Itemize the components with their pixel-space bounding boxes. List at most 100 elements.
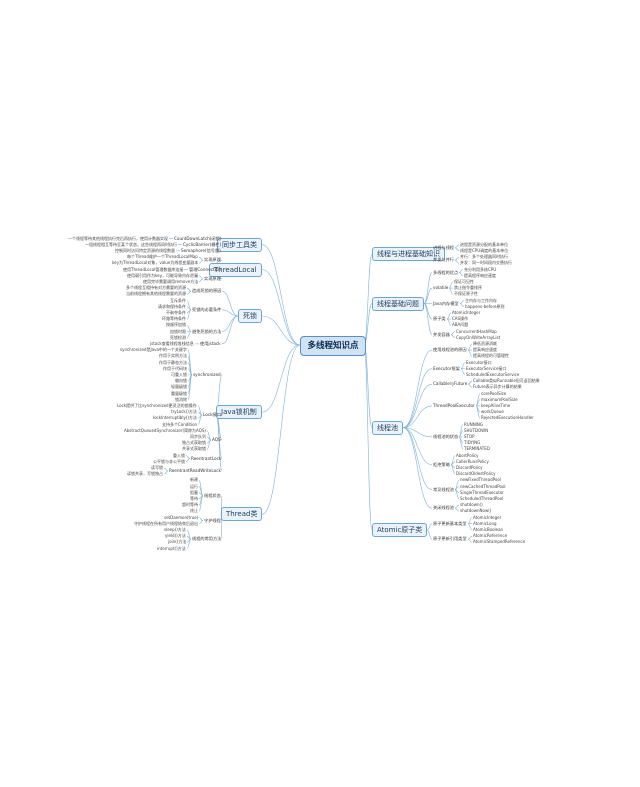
leaf-topic: AbstractQueuedSynchronizer(简称为AQS) (124, 427, 206, 433)
leaf-topic: Executor接口 (466, 359, 492, 365)
sub-topic[interactable]: 守护线程 (204, 517, 221, 523)
leaf-topic: 提高线程的可管理性 (473, 353, 509, 359)
sub-topic[interactable]: 进程与线程 (433, 244, 454, 250)
leaf-topic: AtomicInteger (452, 309, 481, 315)
connector-line (198, 259, 204, 264)
connector-line (261, 315, 301, 346)
branch-topic[interactable]: 线程与进程基础知识 (372, 247, 445, 261)
connector-line (423, 303, 433, 320)
sub-topic[interactable]: 原子类 (433, 316, 446, 322)
sub-topic[interactable]: 并发容器 (433, 331, 450, 337)
sub-topic[interactable]: Callable与Future (433, 381, 468, 387)
branch-topic[interactable]: Java锁机制 (216, 405, 262, 420)
leaf-topic: SingleThreadExecutor (460, 489, 504, 495)
sub-topic[interactable]: 拒绝策略 (433, 461, 450, 467)
connector-line (198, 495, 204, 512)
connector-line (185, 458, 191, 462)
leaf-topic: 降低资源消耗 (473, 340, 497, 346)
leaf-topic: newFixedThreadPool (460, 477, 501, 483)
leaf-topic: 充分利用多核CPU (464, 266, 497, 272)
sub-topic[interactable]: 线程池的状态 (433, 433, 459, 439)
branch-topic[interactable]: Thread类 (221, 507, 263, 522)
leaf-topic: 一个线程等待其他线程执行完后再执行，使用计数器实现 (68, 235, 168, 241)
leaf-topic: 加锁时限 (170, 328, 186, 334)
sub-topic[interactable]: 管理Connection (189, 266, 222, 272)
leaf-topic: TERMINATED (464, 446, 490, 452)
leaf-topic: newCachedThreadPool (460, 483, 506, 489)
leaf-topic: 新建 (190, 477, 198, 483)
leaf-topic: yield()方法 (165, 533, 186, 539)
branch-topic[interactable]: ThreadLocal (209, 262, 262, 277)
leaf-topic: interrupt()方法 (157, 545, 186, 551)
connector-line (261, 344, 301, 413)
leaf-topic: 作用于静态方法 (159, 359, 187, 365)
sub-topic[interactable]: 并发与并行 (433, 257, 454, 263)
sub-topic[interactable]: 实现原理 (204, 257, 221, 263)
leaf-topic: AbortPolicy (456, 452, 479, 458)
sub-topic[interactable]: 原子更新引用类型 (433, 536, 467, 542)
branch-topic[interactable]: Atomic原子类 (372, 522, 428, 537)
sub-topic[interactable]: 实现原理 (204, 275, 221, 281)
leaf-topic: 并行：多个处理器同时执行 (460, 254, 508, 260)
leaf-topic: jstack查看线程堆栈信息 (150, 340, 194, 346)
sub-topic[interactable]: 使用线程池的原因 (433, 347, 467, 353)
leaf-topic: 重入锁 (173, 452, 185, 458)
leaf-topic: corePoolSize (481, 390, 507, 396)
leaf-topic: join()方法 (168, 539, 187, 545)
branch-topic[interactable]: 线程池 (372, 420, 403, 435)
leaf-topic: DiscardOldestPolicy (456, 471, 496, 477)
connector-line (363, 344, 373, 531)
leaf-topic: Callable类似Runnable但可返回结果 (473, 378, 540, 384)
leaf-topic: RUNNING (464, 421, 483, 427)
sub-topic[interactable]: volatile (433, 285, 449, 291)
leaf-topic: keepAliveTime (481, 402, 511, 408)
connector-line (467, 538, 473, 543)
branch-topic[interactable]: 线程基础问题 (372, 296, 424, 311)
leaf-topic: 控制同时访问特定资源的线程数量 (115, 247, 175, 253)
leaf-topic: happens-before原则 (465, 303, 505, 309)
sub-topic[interactable]: 线程的常用方法 (192, 536, 222, 542)
sub-topic[interactable]: ReentrantLock (191, 455, 222, 461)
sub-topic[interactable]: 线程状态 (204, 492, 221, 498)
sub-topic[interactable]: Lock接口 (203, 412, 221, 418)
connector-line (450, 334, 456, 338)
leaf-topic: 保证可见性 (454, 278, 474, 284)
sub-topic[interactable]: CyclicBarrier(栅栏) (183, 241, 222, 247)
sub-topic[interactable]: 造成死锁的原因 (192, 288, 222, 294)
sub-topic[interactable]: 常见线程池 (433, 486, 454, 492)
connector-line (197, 414, 203, 425)
sub-topic[interactable]: ReentrantReadWriteLock (169, 468, 221, 473)
connector-line (460, 368, 466, 376)
connector-line (402, 427, 433, 438)
connector-line (467, 383, 473, 388)
central-topic[interactable]: 多线程知识点 (300, 336, 366, 356)
sub-topic[interactable]: Semaphore(信号量) (181, 247, 221, 253)
connector-line (454, 247, 460, 252)
sub-topic[interactable]: Java内存模型 (433, 300, 459, 306)
sub-topic[interactable]: 多线程的优点 (433, 269, 459, 275)
leaf-topic: ScheduledThreadPool (460, 495, 504, 501)
leaf-topic: 读锁共享，写锁独占 (127, 471, 163, 477)
leaf-topic: 互斥条件 (170, 297, 186, 303)
sub-topic[interactable]: 避免死锁的方法 (192, 328, 222, 334)
leaf-topic: 不保证原子性 (454, 291, 478, 297)
leaf-topic: 作用于实例方法 (159, 353, 187, 359)
leaf-topic: shutdown() (460, 502, 483, 508)
connector-line (221, 309, 239, 317)
leaf-topic: Lock提供了比synchronized更灵活的锁操作 (117, 402, 197, 408)
sub-topic[interactable]: CountDownLatch(闭锁) (174, 235, 222, 241)
sub-topic[interactable]: 原子更新基本类型 (433, 520, 467, 526)
sub-topic[interactable]: 关闭线程池 (433, 505, 454, 511)
sub-topic[interactable]: ThreadPoolExecutor (433, 402, 475, 408)
leaf-topic: AtomicInteger (473, 514, 502, 520)
sub-topic[interactable]: Executor框架 (433, 365, 460, 371)
sub-topic[interactable]: 使用jstack (200, 340, 221, 346)
sub-topic[interactable]: AQS (212, 437, 221, 442)
branch-topic[interactable]: 死锁 (238, 309, 262, 323)
connector-line (198, 278, 204, 283)
leaf-topic: ExecutorService接口 (466, 365, 507, 371)
branch-topic[interactable]: 同步工具类 (217, 237, 262, 252)
sub-topic[interactable]: 死锁的必要条件 (192, 306, 222, 312)
leaf-topic: 线程是CPU调度的基本单位 (460, 247, 509, 253)
sub-topic[interactable]: synchronized (193, 371, 221, 377)
